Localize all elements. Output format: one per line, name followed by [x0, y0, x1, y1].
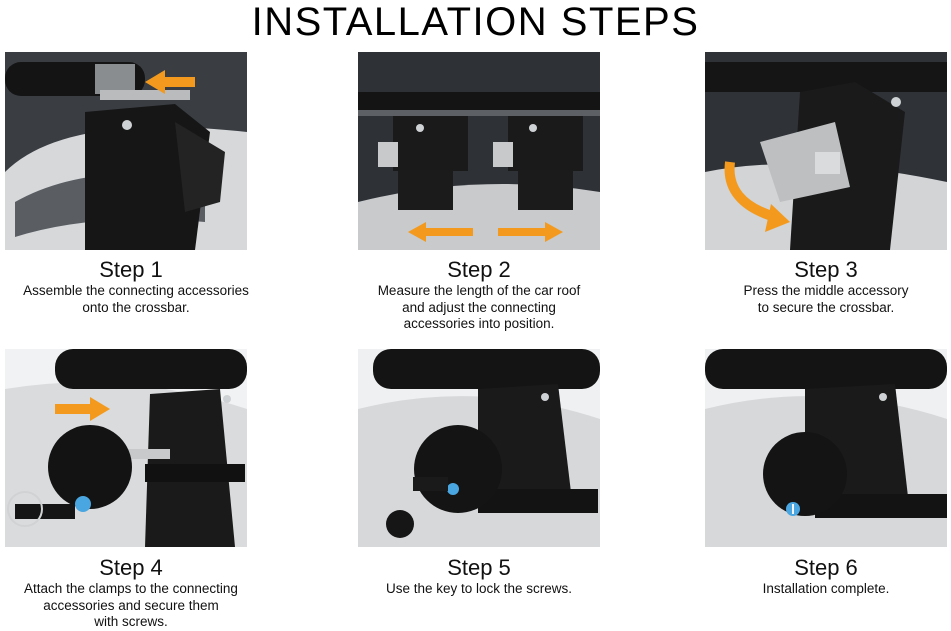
- curved-arrow-icon: [724, 161, 777, 222]
- step-1-description: Assemble the connecting accessories onto…: [23, 283, 249, 315]
- step-3-title: Step 3: [794, 257, 858, 282]
- step-2-photo: [358, 52, 600, 250]
- step-1-photo: [5, 52, 247, 250]
- step-6-title: Step 6: [794, 555, 858, 580]
- step-5-description: Use the key to lock the screws.: [385, 581, 573, 596]
- step-3-description: Press the middle accessory to secure the…: [743, 283, 909, 315]
- step-5-title: Step 5: [447, 555, 511, 580]
- step-5-photo: [358, 349, 600, 547]
- arrow-right-icon: [55, 397, 110, 421]
- page-title: INSTALLATION STEPS: [251, 0, 700, 44]
- step-1-title: Step 1: [99, 257, 163, 282]
- step-4-title: Step 4: [99, 555, 163, 580]
- arrow-right-icon: [498, 222, 563, 242]
- step-3-photo: [705, 52, 947, 250]
- step-2-title: Step 2: [447, 257, 511, 282]
- step-6-description: Installation complete.: [762, 581, 890, 596]
- step-4-description: Attach the clamps to the connecting acce…: [24, 581, 238, 629]
- arrow-left-icon: [408, 222, 473, 242]
- arrow-left-icon: [145, 70, 195, 94]
- step-4-photo: [5, 349, 247, 547]
- step-2-description: Measure the length of the car roof and a…: [377, 283, 581, 331]
- step-6-photo: [705, 349, 947, 547]
